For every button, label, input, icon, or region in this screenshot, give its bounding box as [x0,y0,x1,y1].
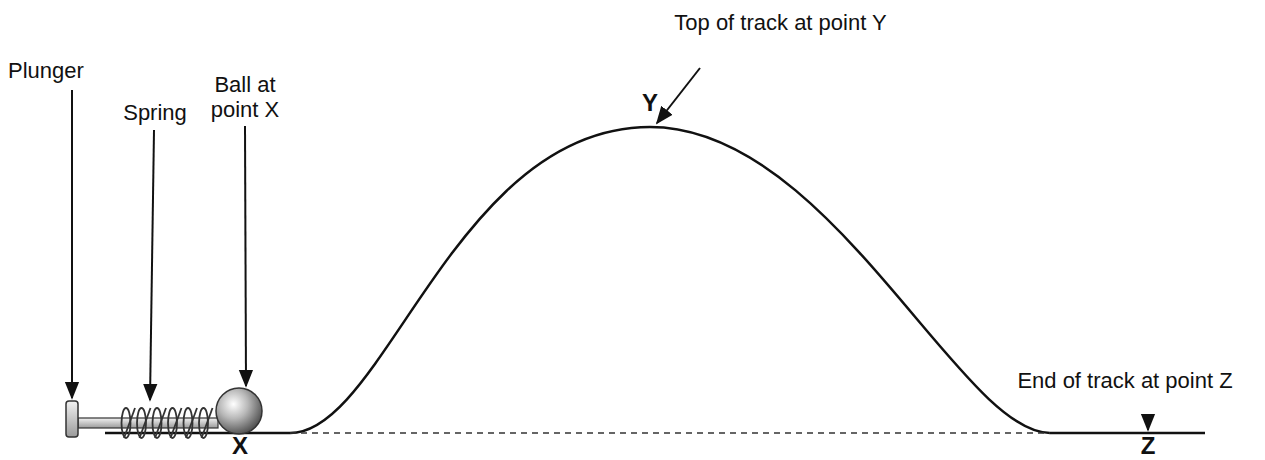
end-label: End of track at point Z [1005,368,1245,393]
plunger-label: Plunger [8,58,118,83]
plunger-handle [66,401,78,437]
ball-arrow [245,126,246,386]
spring-arrow [150,130,154,400]
spring-coil [124,408,135,438]
point-letter: Z [1128,433,1168,458]
top-arrow [657,68,700,123]
point-letter: X [220,433,260,458]
spring-coils [122,408,213,438]
spring-label: Spring [110,100,200,125]
point-letter: Y [630,90,670,115]
plunger-rod [78,418,218,428]
spring-coil [171,408,182,438]
end-arrow [1147,420,1149,430]
spring-coil [202,408,213,438]
spring-coil [186,408,197,438]
ball [216,388,262,434]
top-label: Top of track at point Y [668,10,893,35]
plunger-arrow [71,90,73,398]
dashed-base [290,432,1050,434]
ball-label: Ball at point X [195,72,295,122]
spring-coil [140,408,151,438]
spring-coil [155,408,166,438]
